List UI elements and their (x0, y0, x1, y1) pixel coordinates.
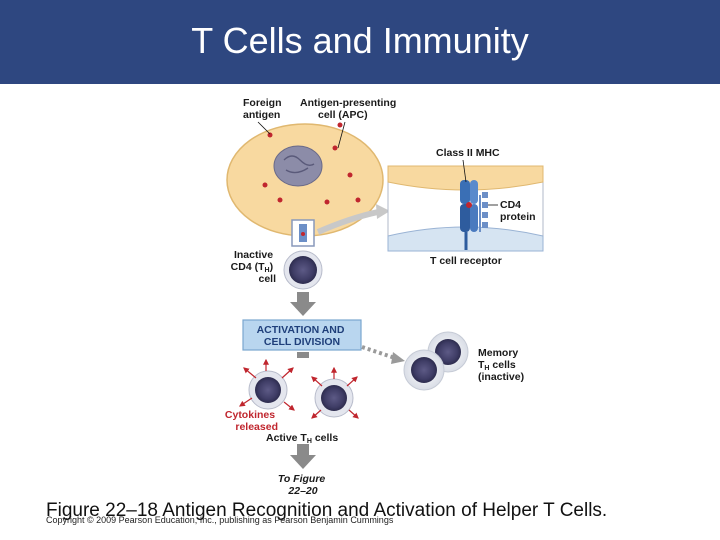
class-ii-mhc-label: Class II MHC (436, 147, 500, 159)
cytokines-label: Cytokines released (225, 409, 278, 433)
active-t-cells (248, 370, 354, 418)
title-bar (0, 0, 720, 84)
cytokine-arrows (239, 358, 359, 419)
copyright-notice: Copyright © 2009 Pearson Education, Inc.… (46, 515, 394, 525)
slide-title: T Cells and Immunity (191, 20, 529, 61)
t-cell-activation-diagram: Foreign antigen Antigen-presenting cell … (225, 97, 544, 497)
cd4-protein-label: CD4 protein (500, 199, 536, 223)
activation-box (242, 319, 362, 351)
activation-label: ACTIVATION AND CELL DIVISION (257, 324, 348, 348)
active-th-label: Active TH cells (266, 432, 338, 445)
t-cell-receptor-label: T cell receptor (430, 255, 502, 267)
antigen-dots (262, 122, 361, 205)
apc-nucleus (273, 145, 323, 187)
memory-t-cells (403, 331, 469, 391)
foreign-antigen-label: Foreign antigen (243, 97, 284, 121)
apc-label: Antigen-presenting cell (APC) (300, 97, 399, 121)
memory-cells-label: Memory TH cells (inactive) (478, 347, 524, 383)
inactive-cd4-label: Inactive CD4 (TH) cell (231, 249, 276, 285)
mhc-receptor-complex (460, 180, 488, 250)
to-figure-label: To Figure 22–20 (278, 473, 328, 497)
figure-caption: Figure 22–18 Antigen Recognition and Act… (46, 500, 608, 521)
zoom-arrow (316, 209, 379, 235)
